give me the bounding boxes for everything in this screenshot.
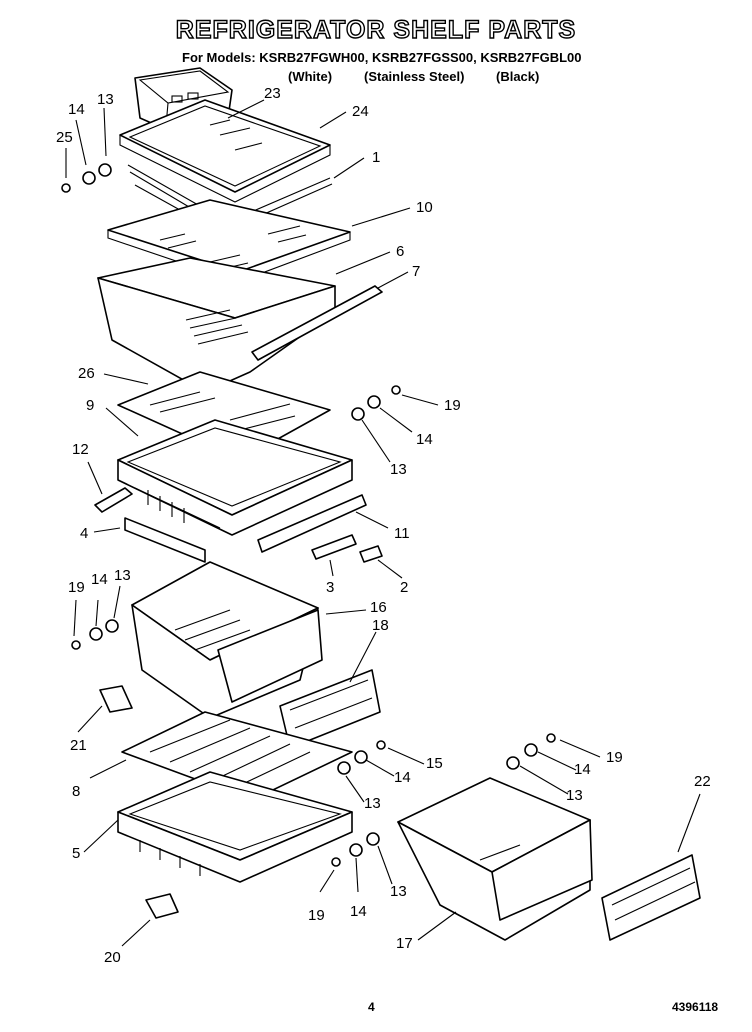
callout-13c: 13	[114, 567, 131, 584]
part-6-7-crisper	[97, 257, 383, 393]
model-list: For Models: KSRB27FGWH00, KSRB27FGSS00, …	[182, 50, 582, 65]
part-22-drawer-front	[601, 854, 701, 941]
page-number: 4	[368, 1000, 375, 1014]
leader-lines	[65, 99, 701, 947]
callout-13b: 13	[390, 461, 407, 478]
callout-4: 4	[80, 525, 88, 542]
part-16-drawer	[131, 561, 323, 719]
callout-10: 10	[416, 199, 433, 216]
callout-2: 2	[400, 579, 408, 596]
callout-19a: 19	[444, 397, 461, 414]
part-9-shelf-frame	[117, 419, 353, 536]
callout-14e: 14	[574, 761, 591, 778]
callout-25: 25	[56, 129, 73, 146]
variant-black: (Black)	[496, 69, 540, 84]
document-number: 4396118	[672, 1000, 719, 1014]
callout-3: 3	[326, 579, 334, 596]
callout-5: 5	[72, 845, 80, 862]
callout-13a: 13	[97, 91, 114, 108]
part-20-clip	[145, 893, 179, 919]
callout-24: 24	[352, 103, 369, 120]
callout-14f: 14	[350, 903, 367, 920]
callout-13e: 13	[566, 787, 583, 804]
callout-labels: 14 13 23 24 25 1 10 6 7 26 9 19 14 13 12…	[56, 85, 711, 966]
callout-1: 1	[372, 149, 380, 166]
part-17-drawer	[397, 777, 593, 941]
callout-21: 21	[70, 737, 87, 754]
callout-14a: 14	[68, 101, 85, 118]
variant-stainless: (Stainless Steel)	[364, 69, 465, 84]
callout-22: 22	[694, 773, 711, 790]
callout-6: 6	[396, 243, 404, 260]
callout-19c: 19	[606, 749, 623, 766]
callout-9: 9	[86, 397, 94, 414]
callout-13d: 13	[364, 795, 381, 812]
callout-14c: 14	[91, 571, 108, 588]
callout-18: 18	[372, 617, 389, 634]
callout-19d: 19	[308, 907, 325, 924]
callout-19b: 19	[68, 579, 85, 596]
part-5-frame	[117, 771, 353, 883]
callout-23: 23	[264, 85, 281, 102]
part-12-4-rails	[94, 487, 206, 563]
callout-15: 15	[426, 755, 443, 772]
callout-26: 26	[78, 365, 95, 382]
callout-7: 7	[412, 263, 420, 280]
variant-white: (White)	[288, 69, 333, 84]
callout-17: 17	[396, 935, 413, 952]
callout-14b: 14	[416, 431, 433, 448]
callout-20: 20	[104, 949, 121, 966]
diagram-title: REFRIGERATOR SHELF PARTS	[175, 15, 577, 44]
callout-13f: 13	[390, 883, 407, 900]
part-11-3-2	[257, 494, 383, 563]
part-24-shelf-frame	[119, 99, 331, 203]
part-21-clip	[99, 685, 133, 713]
callout-16: 16	[370, 599, 387, 616]
callout-14d: 14	[394, 769, 411, 786]
hardware-fasteners	[61, 163, 556, 867]
callout-11: 11	[394, 525, 410, 542]
callout-12: 12	[72, 441, 89, 458]
callout-8: 8	[72, 783, 80, 800]
